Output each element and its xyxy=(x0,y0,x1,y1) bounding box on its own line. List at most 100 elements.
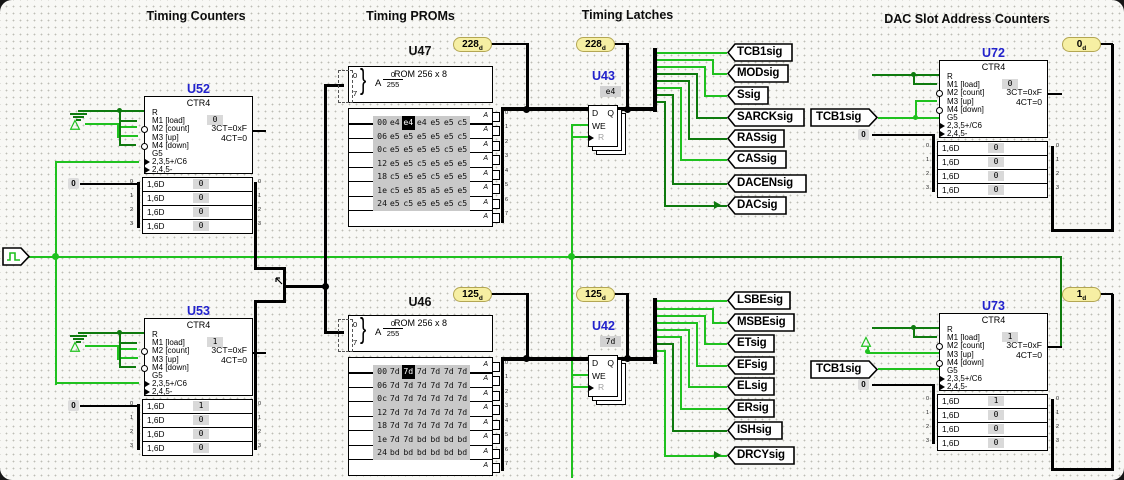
probe-u73[interactable]: 1d xyxy=(1062,287,1101,302)
signal-flag-efsig[interactable]: EFsig xyxy=(726,356,775,375)
signal-flag-lsbesig[interactable]: LSBEsig xyxy=(726,291,791,310)
row-label: 1,6D xyxy=(147,443,165,453)
signal-flag-rassig[interactable]: RASsig xyxy=(726,129,785,148)
constant-zero[interactable]: 0 xyxy=(858,129,869,140)
wire xyxy=(657,308,714,310)
wire xyxy=(657,329,690,331)
flag-shape xyxy=(726,446,795,465)
row-label: 1,6D xyxy=(942,410,960,420)
signal-flag-drcysig[interactable]: DRCYsig xyxy=(726,446,795,465)
bus xyxy=(932,384,935,444)
signal-flag-msbesig[interactable]: MSBEsig xyxy=(726,313,795,332)
cell: A xyxy=(483,404,488,412)
bus xyxy=(324,84,344,87)
cell: e5 xyxy=(457,171,468,182)
cell: 3 xyxy=(505,403,509,410)
signal-flag-etsig[interactable]: ETsig xyxy=(726,334,775,353)
probe-u42[interactable]: 125d xyxy=(576,287,615,302)
wire xyxy=(572,386,588,388)
flag-shape xyxy=(726,64,789,83)
cell: bd xyxy=(457,447,468,458)
signal-label: CASsig xyxy=(737,153,777,165)
latch-u42[interactable]: D Q WE R xyxy=(588,355,618,397)
wire xyxy=(915,100,917,118)
wire xyxy=(712,73,727,75)
cell: c5 xyxy=(457,198,468,209)
wire xyxy=(657,80,690,82)
inverted-pin-icon xyxy=(141,365,148,372)
flag-shape xyxy=(726,291,791,310)
probe-u43[interactable]: 228d xyxy=(576,37,615,52)
wire xyxy=(913,83,937,85)
bus xyxy=(324,85,327,334)
constant-zero[interactable]: 0 xyxy=(68,400,79,411)
probe-u46[interactable]: 125d xyxy=(453,287,492,302)
signal-flag-tcb1sig[interactable]: TCB1sig xyxy=(726,43,793,62)
row-label: 1,6D xyxy=(942,438,960,448)
wire xyxy=(712,59,714,75)
constant-zero[interactable]: 0 xyxy=(68,178,79,189)
wire xyxy=(119,332,121,344)
wire xyxy=(696,322,698,367)
probe-u47[interactable]: 228d xyxy=(453,37,492,52)
bus xyxy=(932,134,935,192)
component-type: CTR4 xyxy=(981,62,1006,72)
cell: 0 xyxy=(130,179,134,185)
probe-u72[interactable]: 0d xyxy=(1062,37,1101,52)
cell: 2 xyxy=(130,429,134,435)
clock-input[interactable] xyxy=(2,247,31,266)
signal-flag-ishsig[interactable]: ISHsig xyxy=(726,421,783,440)
cell: 7d xyxy=(416,406,427,417)
signal-flag-cassig[interactable]: CASsig xyxy=(726,150,787,169)
clock-wedge-icon xyxy=(940,131,945,137)
input-flag-tcb1sig[interactable]: TCB1sig xyxy=(810,108,879,127)
signal-flag-ssig[interactable]: Ssig xyxy=(726,86,769,105)
cell: 1 xyxy=(926,157,930,163)
signal-flag-dacensig[interactable]: DACENsig xyxy=(726,174,807,193)
signal-flag-ersig[interactable]: ERsig xyxy=(726,399,775,418)
constant-zero[interactable]: 0 xyxy=(858,379,869,390)
signal-flag-dacsig[interactable]: DACsig xyxy=(726,196,787,215)
wire xyxy=(712,308,714,324)
pin-we: WE xyxy=(592,121,606,131)
cell: 7d xyxy=(389,406,400,417)
input-flag-tcb1sig[interactable]: TCB1sig xyxy=(810,360,879,379)
cell: 3 xyxy=(1056,438,1060,444)
signal-flag-modsig[interactable]: MODsig xyxy=(726,64,789,83)
bus xyxy=(137,182,140,228)
signal-flag-sarcksig[interactable]: SARCKsig xyxy=(726,108,805,127)
signal-flag-elsig[interactable]: ELsig xyxy=(726,377,775,396)
wire xyxy=(915,100,937,102)
wire xyxy=(688,329,690,388)
cell: 2 xyxy=(258,429,262,435)
latch-u43[interactable]: D Q WE R xyxy=(588,105,618,147)
